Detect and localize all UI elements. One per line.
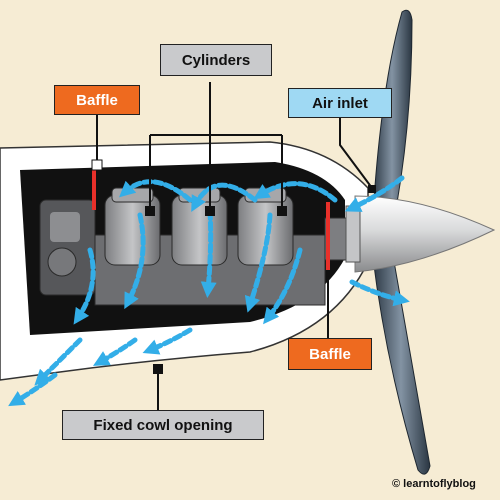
spinner [354,195,496,273]
leader-lines [96,82,373,410]
airflow-arrow [8,372,58,407]
airflow-arrow [124,212,146,310]
label-baffle-bottom: Baffle [288,338,372,370]
label-baffle-top: Baffle [54,85,140,115]
leader-markers [91,159,376,374]
airflow-arrow [73,247,96,325]
airflow-arrow [191,182,258,213]
label-air-inlet: Air inlet [288,88,392,118]
propeller-blade-bottom [371,249,431,475]
baffle-top [92,168,96,210]
airflow-arrow [344,175,405,212]
label-cylinders: Cylinders [160,44,272,76]
airflow-arrow [34,337,83,386]
propeller-blade-top [371,9,413,231]
cylinder-1 [104,187,161,266]
airflow-arrow [253,181,338,203]
airflow-arrow [244,212,273,313]
spinner-base [345,205,361,263]
airflow-arrow [142,327,193,355]
airflow-arrow [93,337,138,366]
airflow-arrow [349,279,410,307]
baffle-front [326,202,330,270]
airflow-arrows [8,175,410,407]
airflow-arrow [263,247,303,325]
copyright-credit: © learntoflyblog [392,478,476,490]
airflow-arrow [119,179,193,203]
label-fixed-cowl-opening: Fixed cowl opening [62,410,264,440]
airflow-arrow [200,209,217,298]
